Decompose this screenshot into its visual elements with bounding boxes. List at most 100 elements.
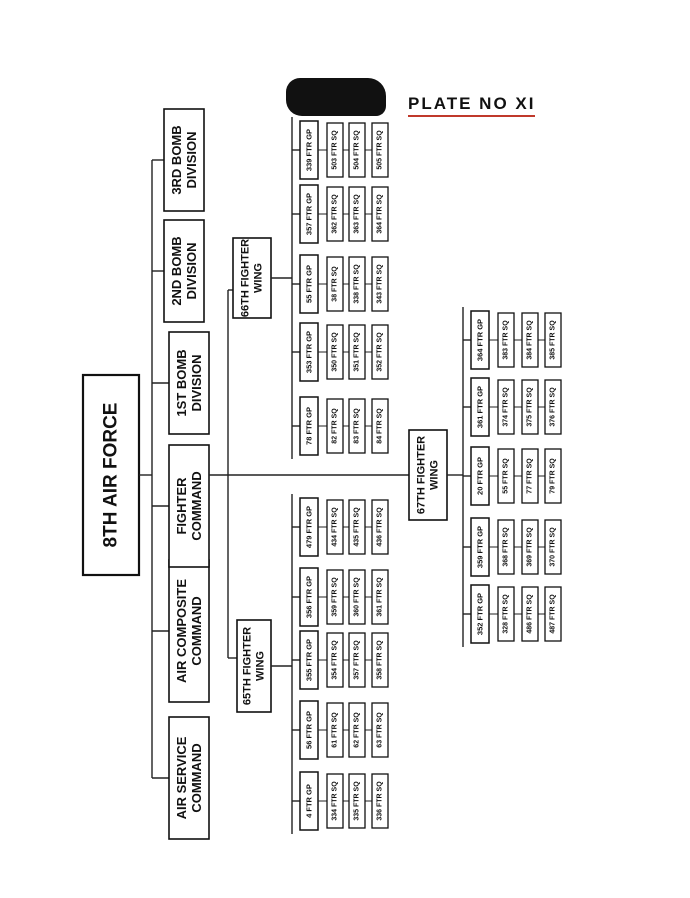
wing-65th-fighter-wing-label-2: WING <box>254 651 266 681</box>
command-1st-bomb-division-frame <box>168 331 210 435</box>
wing65-group-2-squadron-1: 357 FTR SQ <box>348 632 366 688</box>
wing65-group-0-label-1: 4 FTR GP <box>305 784 314 818</box>
wing65-group-0-squadron-0-frame <box>326 773 344 829</box>
wing66-group-4-squadron-1-frame <box>348 122 366 178</box>
wing67-group-1-squadron-0: 368 FTR SQ <box>497 519 515 575</box>
wing67-group-3-squadron-1-label-1: 375 FTR SQ <box>527 387 534 427</box>
wing66-group-0-squadron-0-frame <box>326 398 344 454</box>
wing67-group-3-squadron-2-frame <box>544 379 562 435</box>
wing65-group-2-squadron-2-frame <box>371 632 389 688</box>
wing66-group-0: 78 FTR GP <box>299 396 319 456</box>
command-3rd-bomb-division-label-2: DIVISION <box>184 131 199 188</box>
wing67-group-1-squadron-0-label-1: 368 FTR SQ <box>503 527 510 567</box>
wing67-group-0: 352 FTR GP <box>470 584 490 644</box>
wing66-group-3-squadron-0-frame <box>326 186 344 242</box>
wing66-group-0-squadron-0-label-1: 82 FTR SQ <box>332 408 339 444</box>
wing67-group-4-squadron-1-frame <box>521 312 539 368</box>
wing66-group-4-squadron-1-label-1: 504 FTR SQ <box>354 130 361 170</box>
wing67-group-3-squadron-1: 375 FTR SQ <box>521 379 539 435</box>
wing65-group-0-squadron-0-label-1: 334 FTR SQ <box>332 781 339 821</box>
wing-67th-fighter-wing-label-1: 67TH FIGHTER <box>416 436 428 514</box>
wing-66th-fighter-wing-label-1: 66TH FIGHTER <box>240 239 252 317</box>
wing65-group-0-squadron-1-frame <box>348 773 366 829</box>
wing65-group-0-squadron-1: 335 FTR SQ <box>348 773 366 829</box>
wing67-group-3-squadron-2-label-1: 376 FTR SQ <box>550 387 557 427</box>
wing67-group-1-label-1: 359 FTR GP <box>476 526 485 568</box>
wing66-group-3-squadron-2-frame <box>371 186 389 242</box>
wing66-group-3-squadron-1-label-1: 363 FTR SQ <box>354 194 361 234</box>
wing66-group-1-squadron-2-label-1: 352 FTR SQ <box>377 332 384 372</box>
wing66-group-1-label-1: 353 FTR GP <box>305 331 314 373</box>
wing65-group-2-squadron-0-label-1: 354 FTR SQ <box>332 640 339 680</box>
wing65-group-0-squadron-2: 336 FTR SQ <box>371 773 389 829</box>
wing66-group-3-squadron-1: 363 FTR SQ <box>348 186 366 242</box>
wing67-group-3-squadron-1-frame <box>521 379 539 435</box>
wing66-group-2-label-1: 55 FTR GP <box>305 265 314 303</box>
wing67-group-3-squadron-0-label-1: 374 FTR SQ <box>503 387 510 427</box>
wing65-group-0-squadron-2-frame <box>371 773 389 829</box>
wing66-group-0-squadron-1-label-1: 83 FTR SQ <box>354 408 361 444</box>
wing67-group-2-squadron-1-label-1: 77 FTR SQ <box>527 458 534 494</box>
wing65-group-3-squadron-1: 360 FTR SQ <box>348 569 366 625</box>
wing65-group-2-squadron-2: 358 FTR SQ <box>371 632 389 688</box>
wing67-group-0-squadron-2: 487 FTR SQ <box>544 586 562 642</box>
command-2nd-bomb-division-label-1: 2ND BOMB <box>169 236 184 305</box>
wing66-group-4-label-1: 339 FTR GP <box>305 129 314 171</box>
wing65-group-1-squadron-1-frame <box>348 702 366 758</box>
wing67-group-4-squadron-2: 385 FTR SQ <box>544 312 562 368</box>
wing67-group-2-squadron-0: 55 FTR SQ <box>497 448 515 504</box>
wing66-group-2-squadron-0: 38 FTR SQ <box>326 256 344 312</box>
wing66-group-0-squadron-2: 84 FTR SQ <box>371 398 389 454</box>
wing67-group-3-squadron-0-frame <box>497 379 515 435</box>
wing67-group-1: 359 FTR GP <box>470 517 490 577</box>
wing65-group-0-squadron-1-label-1: 335 FTR SQ <box>354 781 361 821</box>
wing65-group-4-squadron-1-frame <box>348 499 366 555</box>
wing65-group-2-squadron-0-frame <box>326 632 344 688</box>
wing67-group-3-squadron-2: 376 FTR SQ <box>544 379 562 435</box>
command-1st-bomb-division-label-1: 1ST BOMB <box>174 349 189 416</box>
wing65-group-2-squadron-0: 354 FTR SQ <box>326 632 344 688</box>
wing67-group-2-squadron-2-frame <box>544 448 562 504</box>
wing-67th-fighter-wing-label-2: WING <box>428 460 440 490</box>
command-fighter-command-label-2: COMMAND <box>189 471 204 540</box>
wing66-group-3-squadron-0-label-1: 362 FTR SQ <box>332 194 339 234</box>
wing65-group-2-label-1: 355 FTR GP <box>305 639 314 681</box>
wing67-group-3-label-1: 361 FTR GP <box>476 386 485 428</box>
wing66-group-1-squadron-1: 351 FTR SQ <box>348 324 366 380</box>
wing65-group-3-label-1: 356 FTR GP <box>305 576 314 618</box>
wing67-group-4-label-1: 364 FTR GP <box>476 319 485 361</box>
wing65-group-3-squadron-2-frame <box>371 569 389 625</box>
command-fighter-command-frame <box>168 444 210 568</box>
wing67-group-3-squadron-0: 374 FTR SQ <box>497 379 515 435</box>
wing66-group-4: 339 FTR GP <box>299 120 319 180</box>
plate-title: PLATE NO XI <box>408 94 536 117</box>
wing65-group-2-squadron-1-label-1: 357 FTR SQ <box>354 640 361 680</box>
wing67-group-2: 20 FTR GP <box>470 446 490 506</box>
wing67-group-1-squadron-1-frame <box>521 519 539 575</box>
wing66-group-0-squadron-1: 83 FTR SQ <box>348 398 366 454</box>
wing66-group-4-squadron-0: 503 FTR SQ <box>326 122 344 178</box>
command-air-composite-command-label-2: COMMAND <box>189 596 204 665</box>
root-8th-air-force: 8TH AIR FORCE <box>81 373 141 577</box>
wing66-group-1-squadron-0-label-1: 350 FTR SQ <box>332 332 339 372</box>
wing-65th-fighter-wing-label-1: 65TH FIGHTER <box>242 627 254 705</box>
wing66-group-0-squadron-0: 82 FTR SQ <box>326 398 344 454</box>
wing67-group-2-squadron-2: 79 FTR SQ <box>544 448 562 504</box>
wing66-group-3-squadron-1-frame <box>348 186 366 242</box>
wing66-group-4-squadron-1: 504 FTR SQ <box>348 122 366 178</box>
wing65-group-4-label-1: 479 FTR GP <box>305 506 314 548</box>
wing67-group-2-squadron-0-frame <box>497 448 515 504</box>
wing67-group-4-squadron-0-label-1: 383 FTR SQ <box>503 320 510 360</box>
wing65-group-1-label-1: 56 FTR GP <box>305 711 314 749</box>
wing67-group-0-squadron-0: 328 FTR SQ <box>497 586 515 642</box>
wing66-group-2-squadron-1-frame <box>348 256 366 312</box>
wing66-group-3-label-1: 357 FTR GP <box>305 193 314 235</box>
wing65-group-1-squadron-2-frame <box>371 702 389 758</box>
command-1st-bomb-division-label-2: DIVISION <box>189 354 204 411</box>
